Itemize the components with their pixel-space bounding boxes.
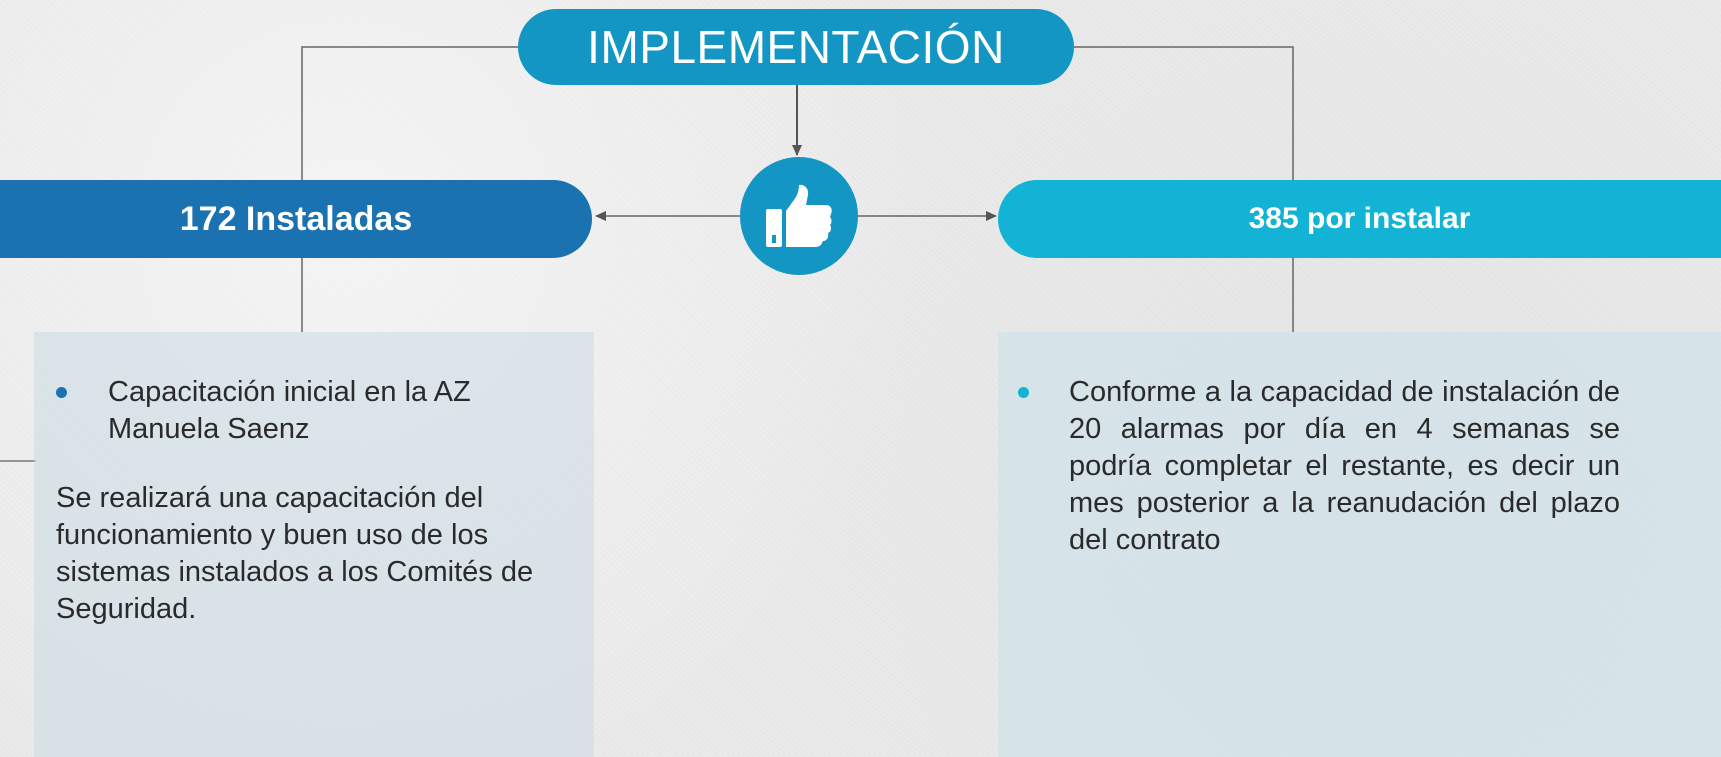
thumbs-up-icon bbox=[766, 184, 832, 247]
connector-title-left bbox=[301, 46, 518, 180]
pending-details-box: Conforme a la capacidad de instalación d… bbox=[998, 332, 1721, 757]
installed-paragraph: Se realizará una capacitación del funcio… bbox=[56, 482, 534, 625]
installed-heading: 172 Instaladas bbox=[179, 199, 413, 238]
bullet-dot bbox=[56, 387, 67, 398]
bullet-dot bbox=[1018, 387, 1029, 398]
installed-bullet: Capacitación inicial en la AZ Manuela Sa… bbox=[56, 374, 564, 448]
installed-details-box: Capacitación inicial en la AZ Manuela Sa… bbox=[34, 332, 594, 757]
pending-bullet: Conforme a la capacidad de instalación d… bbox=[1018, 374, 1721, 559]
pending-pill: 385 por instalar bbox=[998, 180, 1721, 258]
connector-title-right bbox=[1074, 46, 1294, 180]
pending-bullet-text: Conforme a la capacidad de instalación d… bbox=[1069, 376, 1620, 556]
pending-heading: 385 por instalar bbox=[1248, 202, 1471, 235]
title-pill: IMPLEMENTACIÓN bbox=[518, 9, 1074, 85]
installed-pill: 172 Instaladas bbox=[0, 180, 592, 258]
title-text: IMPLEMENTACIÓN bbox=[587, 21, 1005, 73]
thumbs-up-badge bbox=[740, 157, 858, 275]
installed-bullet-text: Capacitación inicial en la AZ Manuela Sa… bbox=[108, 376, 471, 445]
